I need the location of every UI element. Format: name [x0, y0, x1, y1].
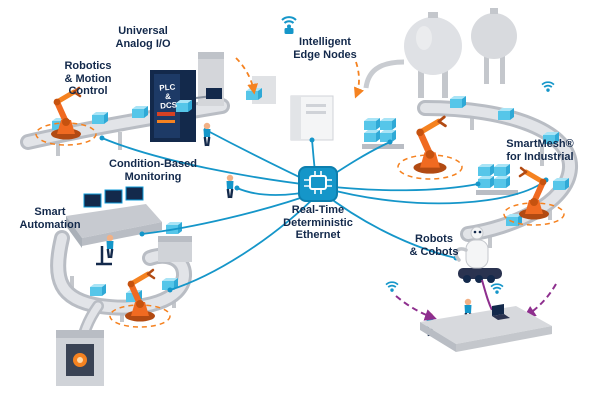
wifi-icon — [490, 283, 504, 295]
chair — [96, 246, 112, 266]
laptop-icon — [492, 304, 504, 316]
robot-cell-bottom — [109, 270, 171, 328]
operator — [105, 233, 115, 260]
label-robots-cobots: Robots & Cobots — [409, 233, 459, 258]
label-condition-based-monitoring: Condition-Based Monitoring — [109, 158, 197, 183]
label-plc-dcs: PLC & DCS — [159, 82, 178, 111]
cobot — [454, 226, 502, 283]
ethernet-chip-icon — [298, 166, 338, 202]
label-smart-automation: Smart Automation — [19, 206, 81, 231]
wifi-icon — [541, 81, 555, 93]
crate-stack-right — [476, 164, 518, 195]
label-intelligent-edge-nodes: Intelligent Edge Nodes — [293, 36, 357, 61]
tank-pipe — [363, 59, 405, 89]
robot-arm-icon — [414, 117, 447, 174]
flow-arrows — [235, 57, 365, 99]
robot-arm-icon — [519, 168, 549, 220]
robot-cell-right-upper — [397, 117, 463, 180]
assembly-workstation — [420, 304, 552, 352]
process-machine — [56, 330, 104, 386]
label-robotics-motion-control: Robotics & Motion Control — [64, 60, 112, 98]
wifi-icon — [385, 281, 399, 293]
control-desk — [66, 186, 162, 266]
storage-tanks — [404, 8, 517, 98]
label-real-time-ethernet: Real-Time Deterministic Ethernet — [283, 204, 353, 242]
robot-cell-right-lower — [503, 168, 565, 226]
label-smartmesh: SmartMesh® for Industrial — [506, 138, 574, 163]
crate-stack-left — [362, 118, 404, 149]
buffer-station — [158, 236, 192, 262]
wifi-icon — [281, 16, 297, 30]
robot-cell-left — [35, 88, 97, 146]
label-universal-analog-io: Universal Analog I/O — [115, 25, 171, 50]
edge-node-unit — [290, 95, 334, 141]
cobot-path — [395, 279, 557, 321]
wireless-icons — [281, 16, 555, 295]
